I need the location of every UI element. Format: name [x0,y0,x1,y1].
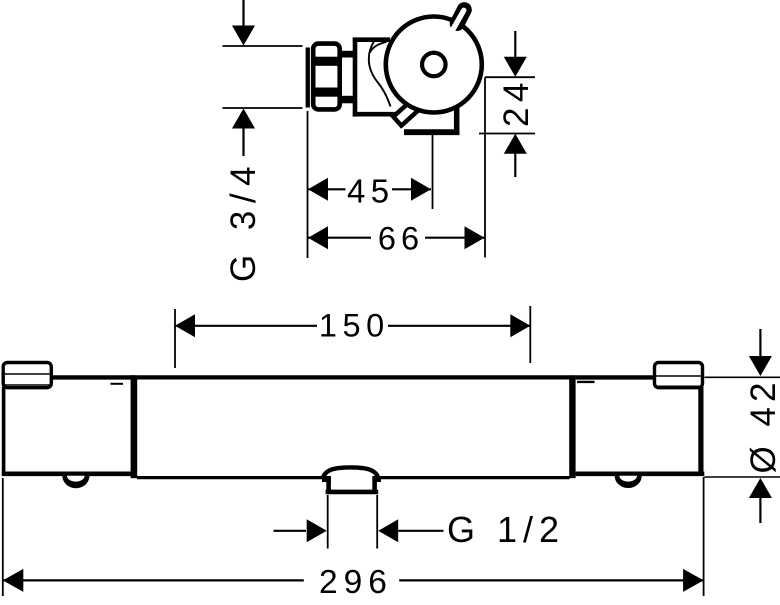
svg-text:45: 45 [347,173,395,210]
svg-text:G 1/2: G 1/2 [447,509,565,550]
svg-text:296: 296 [319,564,393,600]
svg-text:G 3/4: G 3/4 [224,159,263,282]
svg-text:Ø 42: Ø 42 [744,378,780,474]
svg-text:66: 66 [378,220,424,256]
svg-text:150: 150 [319,308,390,344]
svg-text:24: 24 [497,77,536,127]
